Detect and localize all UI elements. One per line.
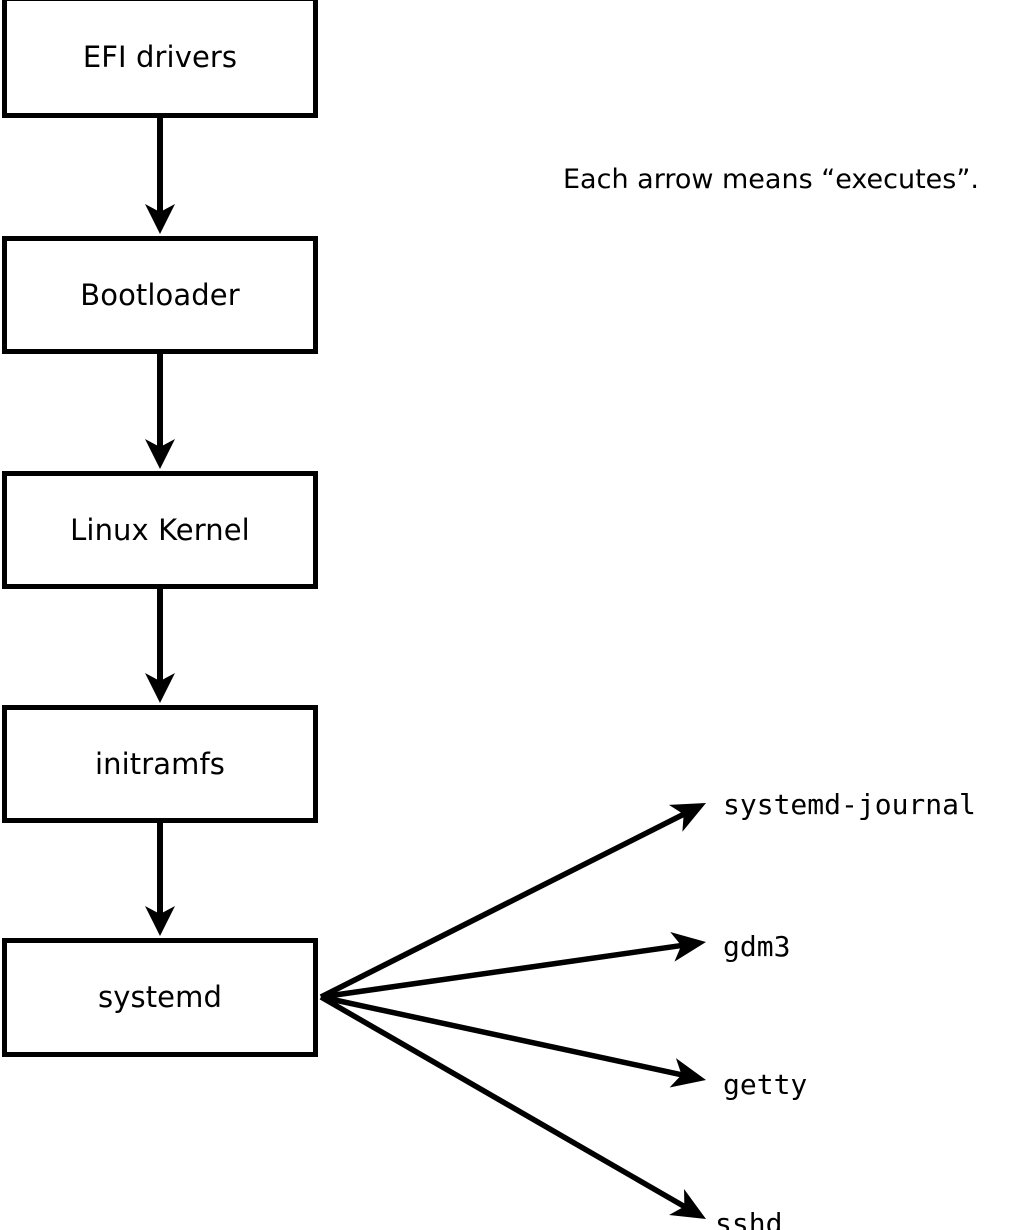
arrow-head	[145, 439, 175, 469]
stage-label: Bootloader	[80, 277, 240, 312]
arrow-head	[669, 1189, 706, 1219]
arrow-shaft	[320, 994, 685, 1078]
arrow-head	[145, 673, 175, 703]
stage-box-bootloader[interactable]: Bootloader	[2, 236, 318, 354]
stage-label: Linux Kernel	[70, 512, 250, 547]
stage-label: systemd	[98, 980, 222, 1014]
arrow-head	[145, 204, 175, 234]
stage-label: EFI drivers	[82, 39, 238, 74]
service-label-getty: getty	[723, 1068, 808, 1101]
arrow-shaft	[320, 942, 685, 1000]
stage-label: initramfs	[94, 746, 226, 781]
stage-box-initramfs[interactable]: initramfs	[2, 705, 318, 823]
stage-box-efi-drivers[interactable]: EFI drivers	[2, 0, 318, 118]
service-label-sshd: sshd	[715, 1207, 783, 1230]
arrow-shaft	[319, 810, 688, 1000]
stage-box-linux-kernel[interactable]: Linux Kernel	[2, 471, 318, 589]
stage-box-systemd[interactable]: systemd	[2, 938, 318, 1057]
service-label-gdm3: gdm3	[723, 930, 791, 963]
service-label-systemd-journal: systemd-journal	[723, 788, 976, 821]
legend-note: Each arrow means “executes”.	[563, 164, 979, 195]
arrow-shaft	[319, 994, 688, 1211]
arrow-head	[668, 803, 706, 832]
arrow-head	[145, 906, 175, 936]
arrow-head	[669, 1058, 706, 1088]
arrow-head	[670, 931, 706, 962]
